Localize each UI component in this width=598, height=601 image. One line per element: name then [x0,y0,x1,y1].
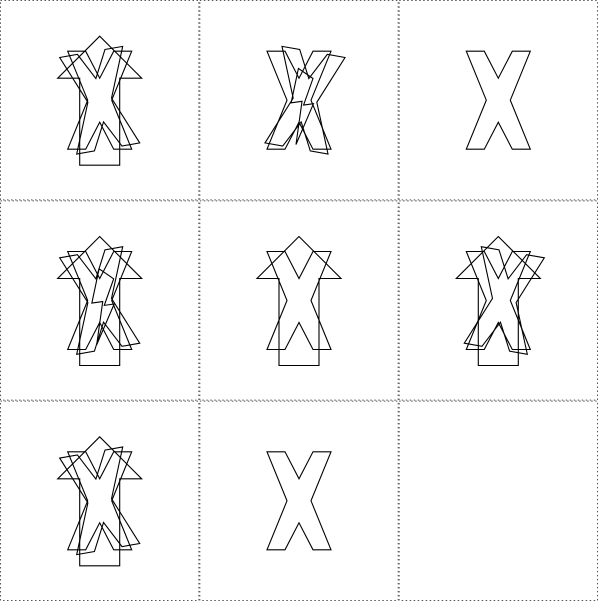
lightning-shape [290,67,315,145]
x-shape [266,451,332,551]
x-right-shape [463,246,546,355]
cell-border [398,200,598,401]
grid-cell-r2-c2[interactable] [199,200,399,401]
cell-border [0,200,200,401]
grid-cell-r2-c3[interactable] [398,200,598,401]
x-shape [465,50,532,150]
grid-cell-r1-c2[interactable] [199,0,399,201]
x-shape [465,250,532,351]
x-left-shape [58,246,141,355]
cell-border [0,0,200,201]
arrow-shape [454,235,542,367]
x-shape [66,451,133,551]
cell-border [398,0,598,201]
grid-cell-r1-c1[interactable] [0,0,200,201]
cell-border [398,400,598,601]
cell-border [199,0,399,201]
answer-cell-empty[interactable] [398,400,598,601]
grid-cell-r2-c1[interactable] [0,200,200,401]
x-left-shape [58,45,141,155]
lightning-shape [91,267,116,346]
x-left-shape [58,446,141,556]
grid-cell-r1-c3[interactable] [398,0,598,201]
x-shape [66,50,133,150]
cell-border [199,400,399,601]
grid-cell-r3-c1[interactable] [0,400,200,601]
arrow-shape [56,436,144,567]
x-shape [66,250,133,351]
grid-cell-r3-c2[interactable] [199,400,399,601]
arrow-shape [255,235,343,367]
arrow-shape [56,35,144,166]
x-right-shape [264,45,346,155]
cell-border [0,400,200,601]
x-shape [266,250,332,351]
x-shape [266,50,332,150]
cell-border [199,200,399,401]
arrow-shape [56,235,144,367]
